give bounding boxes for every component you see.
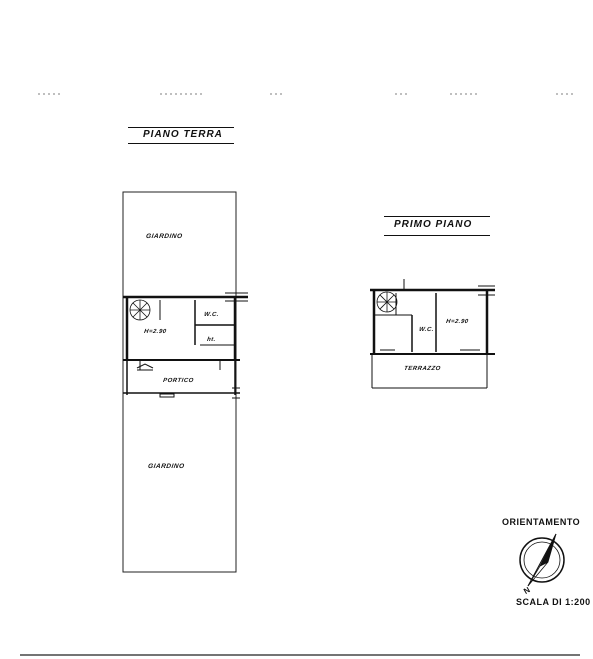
first-floor-title: PRIMO PIANO: [394, 219, 473, 230]
portico-label: PORTICO: [162, 378, 195, 384]
ground-spiral-stair: [129, 299, 151, 321]
first-spiral-stair: [376, 291, 398, 313]
orientation-label: ORIENTAMENTO: [502, 517, 581, 527]
first-height-label: H=2.90: [445, 319, 469, 325]
north-compass: [519, 533, 565, 587]
ground-house: [123, 292, 248, 399]
garden-bottom-label: GIARDINO: [147, 463, 185, 470]
ground-entry-symbol: [136, 363, 154, 371]
first-floor-title-box: [384, 216, 490, 236]
first-wc-label: W.C.: [418, 327, 435, 333]
first-floor-house: [370, 279, 495, 389]
garden-top-label: GIARDINO: [145, 233, 183, 240]
ground-small-mark: ht.: [206, 337, 217, 343]
scale-label: SCALA DI 1:200: [516, 597, 591, 607]
terrace-label: TERRAZZO: [403, 366, 442, 372]
ground-floor-title: PIANO TERRA: [143, 129, 223, 140]
ground-lot-outline: [122, 191, 237, 573]
ground-wc-label: W.C.: [203, 312, 220, 318]
ground-height-label: H=2.90: [143, 329, 167, 335]
ground-floor-title-box: [128, 127, 234, 144]
